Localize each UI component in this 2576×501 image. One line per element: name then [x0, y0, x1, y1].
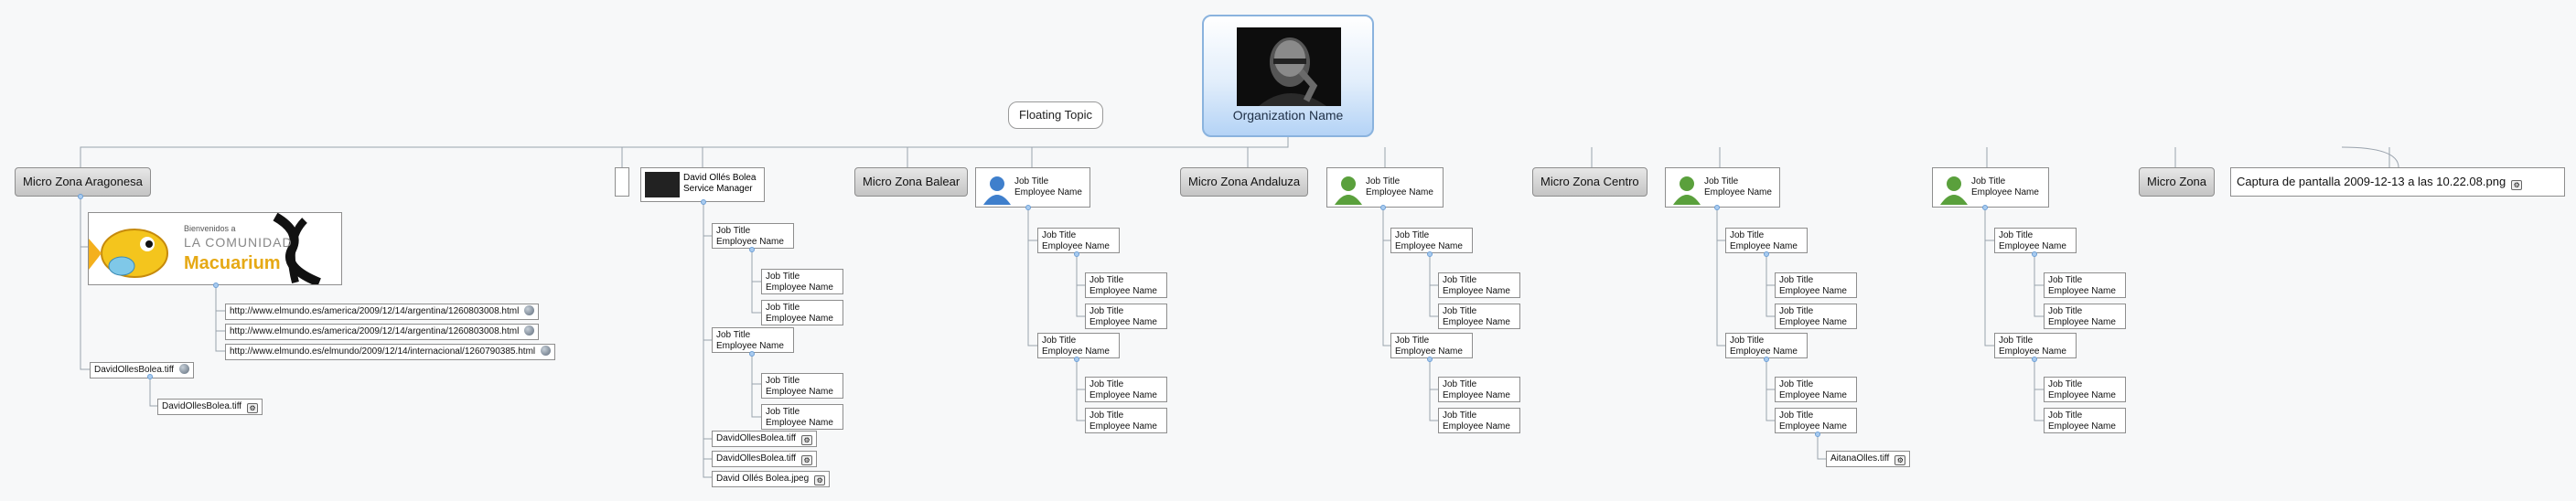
expand-dot[interactable] [2032, 357, 2037, 362]
portrait-photo [1237, 27, 1341, 106]
manager-photo [645, 172, 680, 197]
attachment-file[interactable]: DavidOllesBolea.tiff⚙ [157, 399, 263, 415]
banner-brand-text: Macuarium [184, 253, 281, 273]
expand-dot[interactable] [1427, 251, 1433, 257]
hyperlink-3[interactable]: http://www.elmundo.es/elmundo/2009/12/14… [225, 344, 556, 360]
attachment-file[interactable]: DavidOllesBolea.tiff⚙ [712, 431, 818, 447]
expand-dot[interactable] [1074, 251, 1079, 257]
person-green-icon [1940, 176, 1968, 205]
expand-dot[interactable] [1427, 357, 1433, 362]
empty-topic[interactable] [615, 167, 629, 197]
zone-andaluza[interactable]: Micro Zona Andaluza [1180, 167, 1309, 197]
attachment-icon: ⚙ [801, 455, 813, 465]
attachment-icon: ⚙ [801, 435, 813, 445]
hyperlink-1[interactable]: http://www.elmundo.es/america/2009/12/14… [225, 304, 540, 320]
globe-icon [524, 325, 535, 336]
attachment-icon: ⚙ [247, 403, 259, 413]
expand-dot[interactable] [2032, 251, 2037, 257]
expand-dot[interactable] [749, 351, 755, 357]
globe-icon [541, 346, 552, 356]
banner-small-text: Bienvenidos a [184, 224, 236, 233]
expand-dot[interactable] [1380, 205, 1386, 210]
expand-dot[interactable] [213, 282, 219, 288]
expand-dot[interactable] [1764, 357, 1769, 362]
expand-dot[interactable] [749, 247, 755, 252]
attachment-file[interactable]: AitanaOlles.tiff⚙ [1826, 451, 1911, 467]
globe-icon [179, 364, 190, 374]
expand-dot[interactable] [147, 374, 153, 379]
expand-dot[interactable] [78, 194, 83, 199]
expand-dot[interactable] [1982, 205, 1988, 210]
zone-aragonesa[interactable]: Micro Zona Aragonesa [15, 167, 151, 197]
attachment-file[interactable]: DavidOllesBolea.tiff⚙ [712, 451, 818, 467]
macuarium-banner[interactable]: Bienvenidos a LA COMUNIDAD Macuarium [88, 212, 342, 285]
expand-dot[interactable] [1025, 205, 1031, 210]
manager-name: David Ollés Bolea [683, 173, 757, 183]
zone-plain[interactable]: Micro Zona [2139, 167, 2216, 197]
attachment-icon: ⚙ [1894, 455, 1906, 465]
banner-large-text: LA COMUNIDAD [184, 235, 293, 250]
expand-dot[interactable] [1074, 357, 1079, 362]
zone-balear[interactable]: Micro Zona Balear [854, 167, 969, 197]
root-title: Organization Name [1232, 108, 1344, 123]
hyperlink-2[interactable]: http://www.elmundo.es/america/2009/12/14… [225, 324, 540, 340]
expand-dot[interactable] [1714, 205, 1720, 210]
zone-centro[interactable]: Micro Zona Centro [1532, 167, 1648, 197]
expand-dot[interactable] [1764, 251, 1769, 257]
expand-dot[interactable] [701, 199, 706, 205]
globe-icon [524, 305, 535, 315]
attachment-icon: ⚙ [2511, 180, 2523, 190]
expand-dot[interactable] [1815, 432, 1820, 437]
floating-topic[interactable]: Floating Topic [1008, 101, 1103, 129]
attachment-icon: ⚙ [814, 475, 826, 485]
person-green-icon [1335, 176, 1362, 205]
attachment-file[interactable]: David Ollés Bolea.jpeg⚙ [712, 471, 831, 487]
screenshot-file-topic[interactable]: Captura de pantalla 2009-12-13 a las 10.… [2230, 167, 2565, 197]
manager-role: Service Manager [683, 184, 753, 194]
attachment-file[interactable]: DavidOllesBolea.tiff [90, 362, 195, 378]
root-topic[interactable]: Organization Name [1202, 15, 1374, 137]
person-blue-icon [983, 176, 1011, 205]
person-green-icon [1673, 176, 1701, 205]
